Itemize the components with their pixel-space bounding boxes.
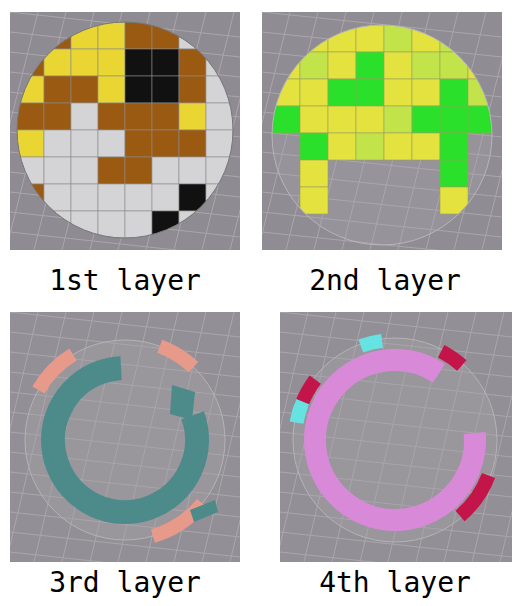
layer-caption: 2nd layer [309, 266, 461, 297]
ring-layer [280, 312, 512, 562]
layer-caption: 4th layer [319, 568, 471, 599]
layer-caption: 3rd layer [49, 568, 201, 599]
floor-grid [10, 12, 240, 250]
second-layer-sphere [272, 25, 496, 245]
floor-grid [262, 12, 502, 250]
floor-grid [280, 312, 512, 562]
floor-grid [10, 312, 240, 562]
ring-layer [10, 312, 240, 562]
panel-ground [10, 312, 240, 562]
layer-caption: 1st layer [49, 266, 201, 297]
panel-ground [262, 12, 502, 250]
panel-ground [280, 312, 512, 562]
first-layer-sphere [17, 22, 233, 238]
panel-ground [10, 12, 240, 250]
